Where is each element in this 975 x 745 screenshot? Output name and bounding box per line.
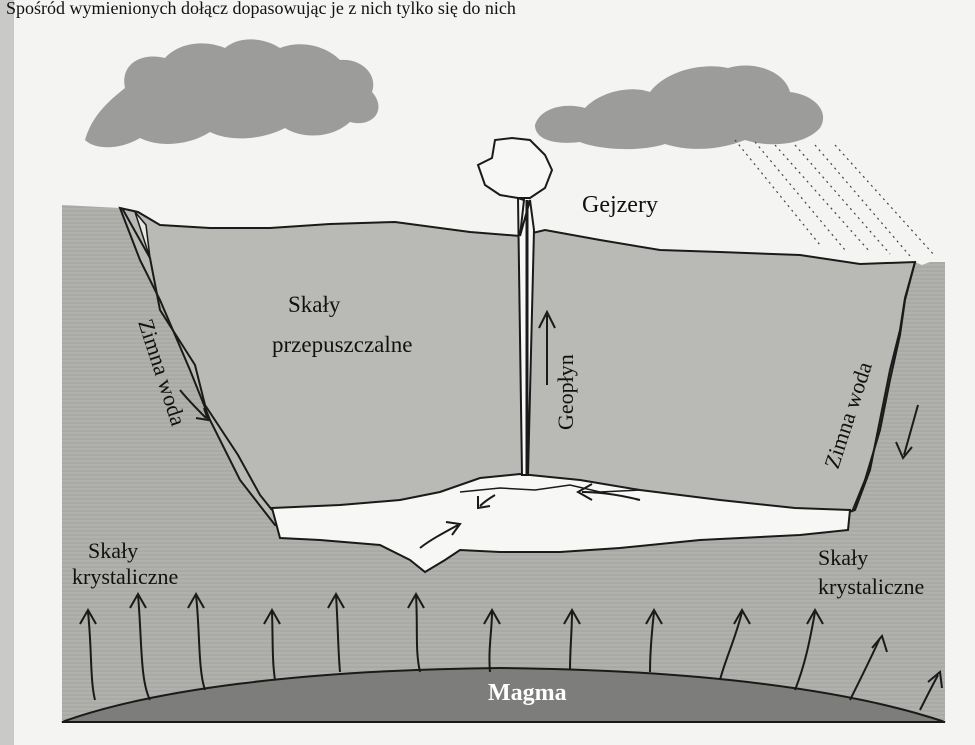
crystalline-rocks-left-line1: Skały xyxy=(88,538,138,563)
magma-label: Magma xyxy=(488,680,567,706)
cloud-right xyxy=(535,65,823,149)
geyser-plume xyxy=(478,138,552,198)
geothermal-fluid-label: Geopłyn xyxy=(553,354,578,430)
crystalline-rocks-right-line2: krystaliczne xyxy=(818,574,924,599)
header-text: Spośród wymienionych dołącz dopasowując … xyxy=(6,0,516,18)
crystalline-rocks-right-line1: Skały xyxy=(818,545,868,570)
permeable-rocks-label-line2: przepuszczalne xyxy=(272,332,412,357)
scan-edge-shadow xyxy=(0,0,14,745)
rain-lines xyxy=(735,140,935,256)
cloud-left xyxy=(85,39,378,147)
permeable-rocks-label-line1: Skały xyxy=(288,292,341,317)
geysers-label: Gejzery xyxy=(582,192,658,218)
crystalline-rocks-left-line2: krystaliczne xyxy=(72,564,178,589)
